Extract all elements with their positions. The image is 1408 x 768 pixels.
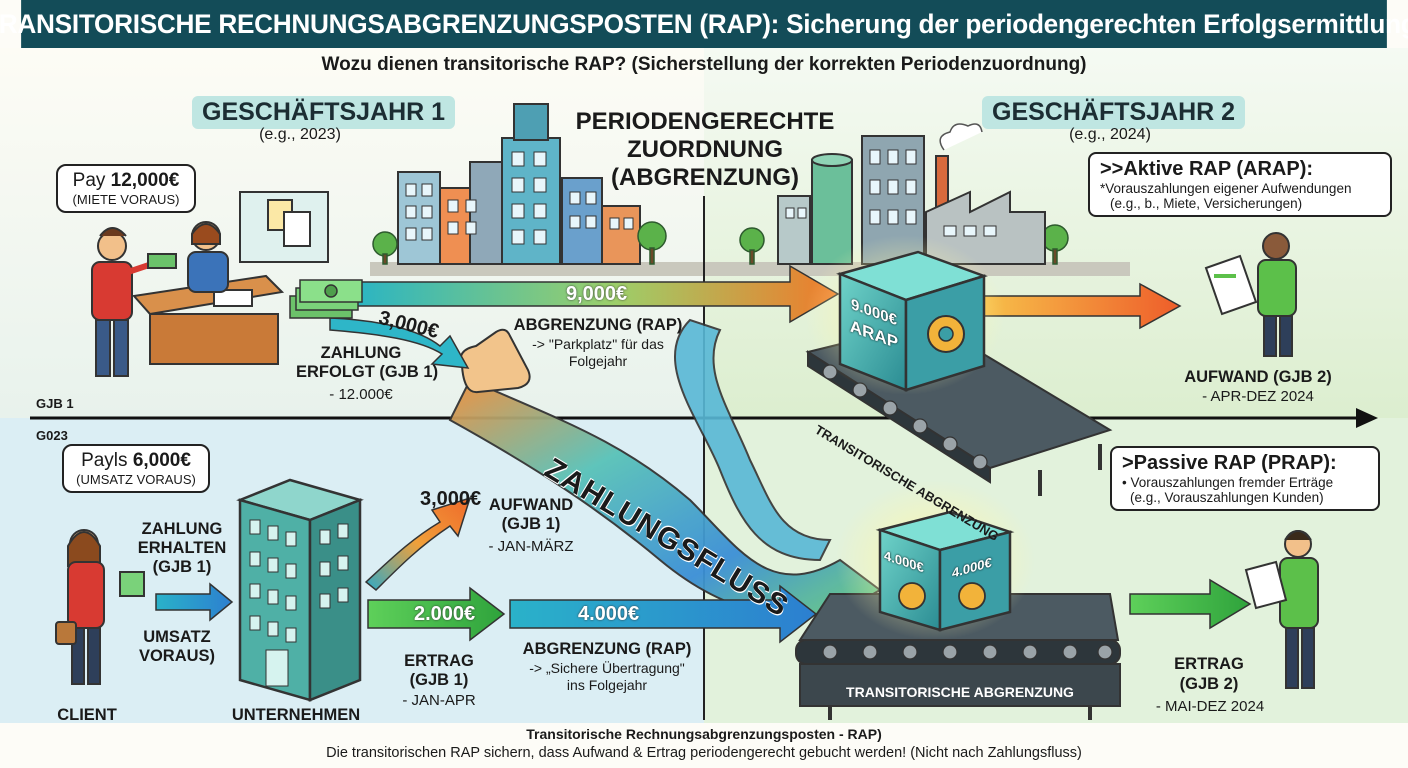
footer-text: Die transitorischen RAP sichern, dass Au… [326, 745, 1082, 761]
bottom-main-amount: 4.000€ [578, 603, 640, 625]
bottom-abgrenzung-title: ABGRENZUNG (RAP) [522, 640, 692, 658]
umsatz-label: UMSATZ VORAUS) [130, 628, 224, 666]
center-title-line2: ZUORDNUNG [627, 136, 783, 163]
bottom-abgrenzung-l2: ins Folgejahr [566, 677, 648, 693]
bubble-pay-word: Pay [72, 170, 106, 191]
ertrag-gjb1-label: ERTRAG (GJB 1) [402, 652, 476, 690]
aufwand-gjb1-l1: AUFWAND [488, 496, 574, 514]
umsatz-l1: UMSATZ [143, 628, 211, 646]
ertrag-gjb2-l1: ERTRAG [1174, 655, 1244, 673]
bottom-aufwand-amount: 3,000€ [420, 488, 482, 510]
bubble-pay-amount: 12,000€ [110, 170, 180, 191]
aktive-rap-title: >>Aktive RAP (ARAP): [1100, 158, 1314, 180]
year2-label: GESCHÄFTSJAHR 2 [982, 96, 1246, 129]
aufwand-gjb2-sub: - APR-DEZ 2024 [1202, 388, 1314, 405]
year1-sub: (e.g., 2023) [259, 126, 341, 143]
year1-label: GESCHÄFTSJAHR 1 [192, 96, 456, 129]
payment-received-l3: (GJB 1) [152, 558, 212, 576]
bubble-rev-word: Payls [81, 450, 128, 471]
ertrag-gjb2-label: ERTRAG (GJB 2) [1164, 654, 1254, 694]
payment-made-label: ZAHLUNG ERFOLGT (GJB 1) [296, 344, 439, 382]
aufwand-gjb1-sub: - JAN-MÄRZ [488, 538, 574, 555]
top-abgrenzung-desc: -> "Parkplatz" für das Folgejahr [510, 336, 686, 370]
year2-sub: (e.g., 2024) [1069, 126, 1151, 143]
top-abgrenzung-title: ABGRENZUNG (RAP) [513, 316, 683, 334]
aufwand-gjb1-label: AUFWAND (GJB 1) [486, 496, 576, 534]
revenue-payment-bubble: Payls 6,000€ (UMSATZ VORAUS) [62, 444, 210, 493]
center-title-line1: PERIODENGERECHTE [575, 108, 835, 135]
footer-title: Transitorische Rechnungsabgrenzungsposte… [526, 726, 882, 742]
payment-made-l1: ZAHLUNG [320, 344, 402, 362]
client-label: CLIENT [57, 706, 117, 724]
passive-rap-l2: (e.g., Vorauszahlungen Kunden) [1130, 490, 1324, 505]
bottom-abgrenzung-l1: -> „Sichere Übertragung" [529, 660, 685, 676]
passive-rap-title: >Passive RAP (PRAP): [1122, 452, 1337, 474]
bottom-abgrenzung-desc: -> „Sichere Übertragung" ins Folgejahr [512, 660, 702, 694]
top-abgrenzung-l1: -> "Parkplatz" für das [532, 336, 664, 352]
payment-made-sub: - 12.000€ [329, 386, 393, 403]
timeline-gjb-label: GJB 1 [36, 396, 74, 411]
aktive-rap-l1: *Vorauszahlungen eigener Aufwendungen [1100, 181, 1352, 196]
payment-made-l2: ERFOLGT (GJB 1) [296, 362, 439, 381]
umsatz-l2: VORAUS) [138, 647, 216, 665]
passive-rap-bubble: >Passive RAP (PRAP): • Vorauszahlungen f… [1110, 446, 1380, 511]
ertrag-gjb2-sub: - MAI-DEZ 2024 [1155, 698, 1265, 715]
main-title: TRANSITORISCHE RECHNUNGSABGRENZUNGSPOSTE… [0, 0, 1408, 48]
payment-received-l2: ERHALTEN [137, 539, 227, 557]
bottom-conveyor-label: TRANSITORISCHE ABGRENZUNG [846, 684, 1074, 700]
aufwand-gjb2-title: AUFWAND (GJB 2) [1184, 368, 1332, 386]
ertrag-gjb1-l1: ERTRAG [404, 652, 474, 670]
rent-payment-bubble: Pay 12,000€ (MIETE VORAUS) [56, 164, 196, 213]
subtitle: Wozu dienen transitorische RAP? (Sichers… [321, 54, 1087, 75]
ertrag-gjb2-l2: (GJB 2) [1179, 675, 1239, 693]
ertrag-gjb1-l2: (GJB 1) [409, 671, 469, 689]
bubble-pay-sub: (MIETE VORAUS) [72, 192, 180, 207]
timeline-g023-label: G023 [36, 428, 68, 443]
top-main-amount: 9,000€ [566, 283, 628, 305]
aktive-rap-bubble: >>Aktive RAP (ARAP): *Vorauszahlungen ei… [1088, 152, 1392, 217]
ertrag-gjb1-sub: - JAN-APR [402, 692, 476, 709]
aktive-rap-l2: (e.g., b., Miete, Versicherungen) [1110, 196, 1303, 211]
bubble-rev-amount: 6,000€ [132, 450, 191, 471]
payment-received-l1: ZAHLUNG [141, 520, 223, 538]
bubble-rev-sub: (UMSATZ VORAUS) [76, 472, 196, 487]
payment-received-label: ZAHLUNG ERHALTEN (GJB 1) [130, 520, 234, 577]
company-label: UNTERNEHMEN [231, 706, 361, 724]
center-title-line3: (ABGRENZUNG) [611, 164, 799, 191]
aufwand-gjb1-l2: (GJB 1) [501, 514, 561, 533]
bottom-ertrag-amount: 2.000€ [414, 603, 476, 625]
passive-rap-l1: • Vorauszahlungen fremder Erträge [1122, 475, 1334, 490]
center-title: PERIODENGERECHTE ZUORDNUNG (ABGRENZUNG) [560, 108, 850, 192]
top-abgrenzung-l2: Folgejahr [568, 353, 628, 369]
